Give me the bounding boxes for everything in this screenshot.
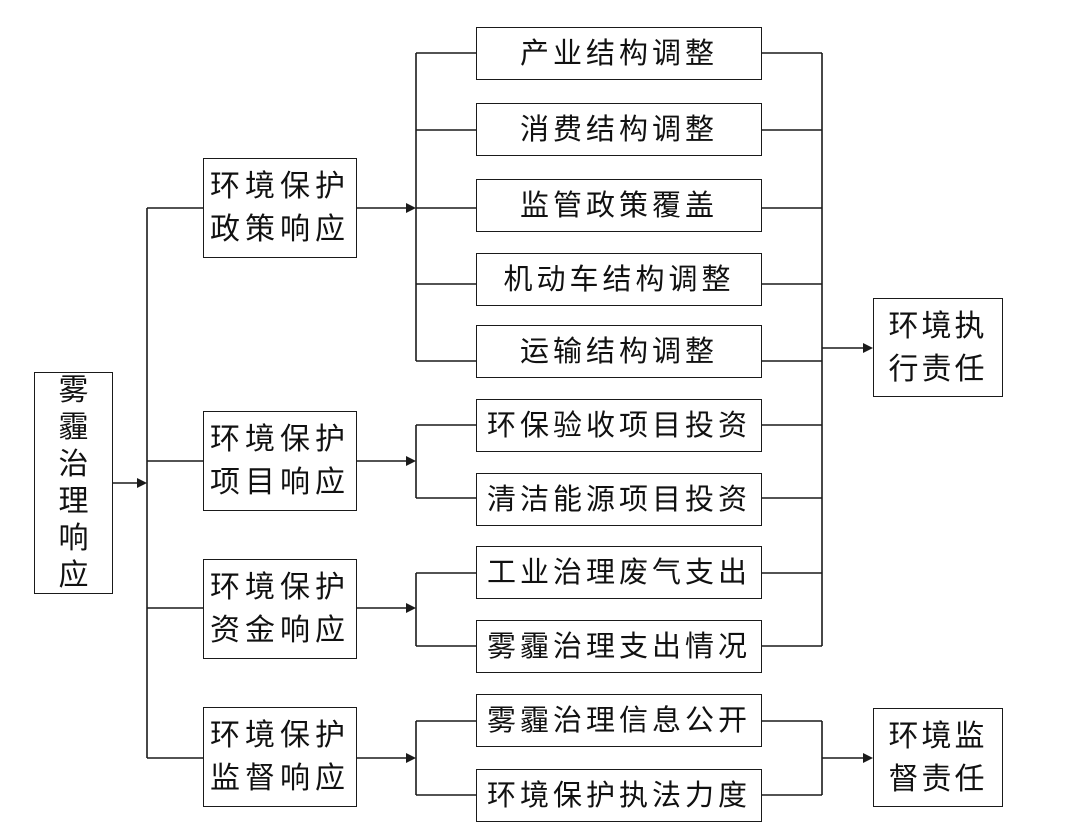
project-arrow (406, 456, 416, 466)
item-label: 雾霾治理支出情况 (486, 629, 751, 663)
item-label: 运输结构调整 (519, 334, 718, 368)
item-label: 环保验收项目投资 (486, 408, 751, 442)
supervision-resp-arrow (863, 753, 873, 763)
item-label: 环境保护执法力度 (486, 778, 751, 812)
category-project: 环境保护项目响应 (203, 411, 357, 511)
category-supervision-label: 环境保护监督响应 (210, 718, 350, 796)
category-supervision: 环境保护监督响应 (203, 707, 357, 807)
outcome-supervision-label: 环境监督责任 (888, 718, 988, 797)
item-regulatory-coverage: 监管政策覆盖 (476, 179, 762, 232)
item-label: 产业结构调整 (519, 36, 718, 70)
item-label: 监管政策覆盖 (519, 188, 718, 222)
outcome-execution-responsibility: 环境执行责任 (873, 298, 1003, 397)
item-label: 工业治理废气支出 (486, 555, 751, 589)
item-label: 雾霾治理信息公开 (486, 703, 751, 737)
policy-arrow (406, 203, 416, 213)
item-haze-spending: 雾霾治理支出情况 (476, 620, 762, 673)
item-label: 消费结构调整 (519, 112, 718, 146)
item-industrial-emission-spending: 工业治理废气支出 (476, 546, 762, 599)
item-consumption-structure: 消费结构调整 (476, 103, 762, 156)
item-clean-energy-investment: 清洁能源项目投资 (476, 473, 762, 526)
item-enforcement-strength: 环境保护执法力度 (476, 769, 762, 822)
root-label: 雾霾治理响应 (58, 373, 89, 593)
item-label: 清洁能源项目投资 (486, 482, 751, 516)
fund-arrow (406, 603, 416, 613)
category-fund: 环境保护资金响应 (203, 559, 357, 659)
root-node: 雾霾治理响应 (34, 372, 113, 594)
execution-arrow (863, 343, 873, 353)
category-policy-label: 环境保护政策响应 (210, 169, 350, 247)
item-vehicle-structure: 机动车结构调整 (476, 253, 762, 306)
category-fund-label: 环境保护资金响应 (210, 570, 350, 648)
root-arrow (137, 478, 147, 488)
item-label: 机动车结构调整 (503, 262, 735, 296)
category-policy: 环境保护政策响应 (203, 158, 357, 258)
supervision-arrow (406, 753, 416, 763)
item-industrial-structure: 产业结构调整 (476, 27, 762, 80)
outcome-execution-label: 环境执行责任 (888, 308, 988, 387)
category-project-label: 环境保护项目响应 (210, 422, 350, 500)
item-transport-structure: 运输结构调整 (476, 325, 762, 378)
outcome-supervision-responsibility: 环境监督责任 (873, 708, 1003, 807)
item-acceptance-investment: 环保验收项目投资 (476, 399, 762, 452)
item-haze-disclosure: 雾霾治理信息公开 (476, 694, 762, 747)
